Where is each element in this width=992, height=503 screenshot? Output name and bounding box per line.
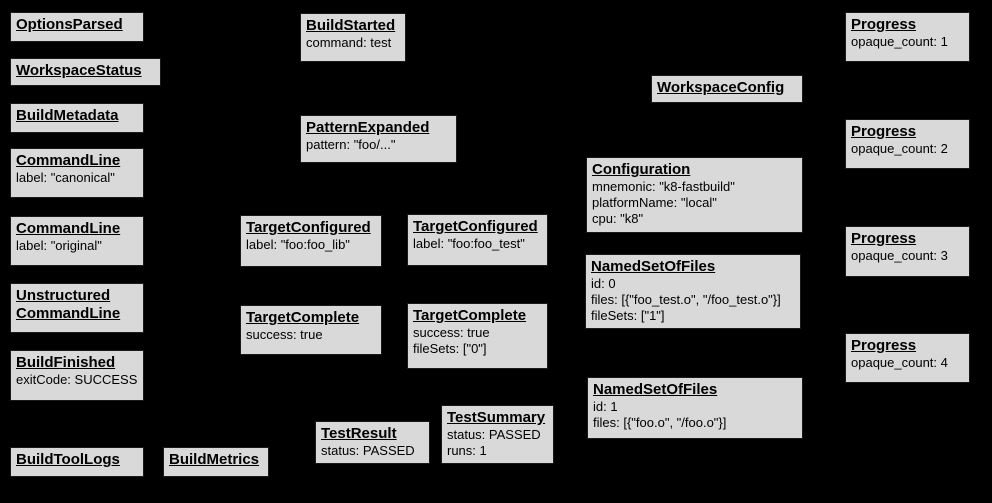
event-box-title: WorkspaceStatus	[16, 62, 142, 79]
event-box-properties: mnemonic: "k8-fastbuild"platformName: "l…	[592, 179, 797, 227]
event-box-properties: exitCode: SUCCESS	[16, 372, 138, 388]
event-box-title: CommandLine	[16, 220, 121, 237]
event-box-properties: command: test	[306, 35, 400, 51]
event-property: id: 1	[593, 399, 618, 414]
event-property: status: PASSED	[447, 427, 541, 442]
event-box-title: TargetConfigured	[413, 218, 538, 235]
event-box-title: Configuration	[592, 161, 691, 178]
event-box-properties: opaque_count: 2	[851, 141, 964, 157]
event-box-buildstarted: BuildStarted command: test	[300, 13, 406, 62]
event-box-title: Progress	[851, 16, 917, 33]
event-box-title: TestSummary	[447, 409, 546, 426]
event-box-title: BuildToolLogs	[16, 451, 120, 468]
event-property: opaque_count: 3	[851, 248, 948, 263]
event-property: fileSets: ["0"]	[413, 341, 487, 356]
event-box-title: Unstructured CommandLine	[16, 287, 121, 322]
event-property: opaque_count: 1	[851, 34, 948, 49]
event-box-commandline: CommandLine label: "original"	[10, 216, 144, 266]
event-box-title: NamedSetOfFiles	[593, 381, 718, 398]
event-box-testresult: TestResult status: PASSED	[315, 421, 430, 464]
event-box-progress: Progress opaque_count: 1	[845, 12, 970, 62]
event-box-title: CommandLine	[16, 152, 121, 169]
event-property: label: "canonical"	[16, 170, 115, 185]
event-box-properties: label: "foo:foo_test"	[413, 236, 542, 252]
event-box-title: BuildFinished	[16, 354, 116, 371]
event-box-title: OptionsParsed	[16, 16, 123, 33]
event-property: files: [{"foo_test.o", "/foo_test.o"}]	[591, 292, 781, 307]
event-property: pattern: "foo/..."	[306, 137, 396, 152]
event-box-properties: label: "original"	[16, 238, 138, 254]
event-box-properties: pattern: "foo/..."	[306, 137, 451, 153]
event-box-buildfinished: BuildFinished exitCode: SUCCESS	[10, 350, 144, 401]
event-property: mnemonic: "k8-fastbuild"	[592, 179, 735, 194]
event-property: status: PASSED	[321, 443, 415, 458]
event-property: exitCode: SUCCESS	[16, 372, 138, 387]
event-property: success: true	[413, 325, 490, 340]
event-property: label: "foo:foo_test"	[413, 236, 525, 251]
event-box-title: BuildMetrics	[169, 451, 260, 468]
event-box-configuration: Configuration mnemonic: "k8-fastbuild"pl…	[586, 157, 803, 233]
event-property: fileSets: ["1"]	[591, 308, 665, 323]
event-box-title: Progress	[851, 337, 917, 354]
event-box-unstructured-commandline: Unstructured CommandLine	[10, 283, 144, 333]
event-box-buildmetrics: BuildMetrics	[163, 447, 269, 477]
event-property: success: true	[246, 327, 323, 342]
event-property: command: test	[306, 35, 392, 50]
event-box-targetconfigured: TargetConfigured label: "foo:foo_test"	[407, 214, 548, 266]
event-property: label: "original"	[16, 238, 102, 253]
event-property: cpu: "k8"	[592, 211, 644, 226]
event-box-workspacestatus: WorkspaceStatus	[10, 58, 161, 86]
event-box-title: NamedSetOfFiles	[591, 258, 716, 275]
event-box-properties: label: "canonical"	[16, 170, 138, 186]
event-box-targetcomplete: TargetComplete success: true	[240, 305, 382, 355]
event-box-properties: success: true	[246, 327, 376, 343]
event-box-title: BuildStarted	[306, 17, 396, 34]
event-box-title: TargetComplete	[246, 309, 360, 326]
event-box-progress: Progress opaque_count: 3	[845, 226, 970, 277]
event-box-title: Progress	[851, 123, 917, 140]
event-box-title: TargetComplete	[413, 307, 527, 324]
event-box-properties: opaque_count: 1	[851, 34, 964, 50]
event-box-title: Progress	[851, 230, 917, 247]
event-box-targetconfigured: TargetConfigured label: "foo:foo_lib"	[240, 215, 382, 267]
event-box-buildtoollogs: BuildToolLogs	[10, 447, 144, 477]
event-property: platformName: "local"	[592, 195, 717, 210]
event-box-properties: opaque_count: 3	[851, 248, 964, 264]
event-box-title: TargetConfigured	[246, 219, 371, 236]
event-box-properties: status: PASSED	[321, 443, 424, 459]
event-box-properties: label: "foo:foo_lib"	[246, 237, 376, 253]
event-box-optionsparsed: OptionsParsed	[10, 12, 144, 42]
event-box-patternexpanded: PatternExpanded pattern: "foo/..."	[300, 115, 457, 163]
event-box-title: TestResult	[321, 425, 397, 442]
event-property: opaque_count: 2	[851, 141, 948, 156]
event-property: opaque_count: 4	[851, 355, 948, 370]
event-box-buildmetadata: BuildMetadata	[10, 103, 144, 133]
event-box-progress: Progress opaque_count: 4	[845, 333, 970, 383]
event-property: id: 0	[591, 276, 616, 291]
event-box-properties: opaque_count: 4	[851, 355, 964, 371]
event-box-progress: Progress opaque_count: 2	[845, 119, 970, 169]
event-property: files: [{"foo.o", "/foo.o"}]	[593, 415, 727, 430]
event-property: label: "foo:foo_lib"	[246, 237, 350, 252]
event-box-commandline: CommandLine label: "canonical"	[10, 148, 144, 198]
event-property: runs: 1	[447, 443, 487, 458]
event-box-title: PatternExpanded	[306, 119, 430, 136]
event-box-title: WorkspaceConfig	[657, 79, 785, 96]
event-box-title: BuildMetadata	[16, 107, 119, 124]
event-box-workspaceconfig: WorkspaceConfig	[651, 75, 803, 103]
